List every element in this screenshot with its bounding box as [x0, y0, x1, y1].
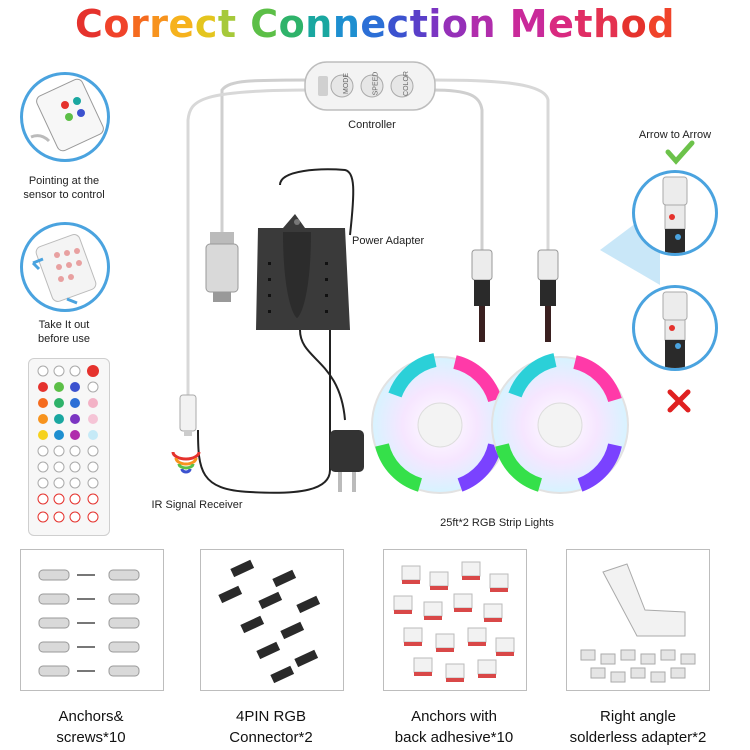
- accessory-caption-anchors-screws: Anchors& screws*10: [56, 708, 126, 746]
- title-letter: c: [194, 2, 218, 46]
- accessory-caption-right-angle-adapter: Right angle solderless adapter*2: [569, 708, 707, 746]
- title-letter: C: [75, 2, 104, 46]
- accessory-box-anchors-screws: [20, 549, 164, 691]
- wire-ir: [220, 78, 313, 235]
- led-reel-1: [371, 353, 509, 494]
- connector-wrong-icon: [662, 291, 688, 368]
- strip-lights-label: 25ft*2 RGB Strip Lights: [440, 517, 554, 529]
- accessory-caption-adhesive-anchors: Anchors with back adhesive*10: [394, 708, 514, 746]
- wire-strip-1: [431, 88, 484, 250]
- title-letter: n: [332, 2, 361, 46]
- strip-connector-1: [471, 249, 493, 342]
- ac-plug: [330, 430, 364, 492]
- accessory-box-4pin-connector: [200, 549, 344, 691]
- accessory-caption-4pin-connector: 4PIN RGB Connector*2: [229, 708, 313, 746]
- title-letter: o: [103, 2, 131, 46]
- ir-receiver-label: IR Signal Receiver: [151, 499, 243, 511]
- dc-barrel-connector: [205, 232, 239, 302]
- cross-icon: [667, 389, 691, 413]
- anchors-screws-icon: [38, 569, 140, 677]
- right-angle-adapter-icon: [580, 563, 696, 683]
- remote-battery-icon: [31, 234, 97, 305]
- title-letter: t: [574, 2, 594, 46]
- title-letter: e: [168, 2, 195, 46]
- title-letter: r: [130, 2, 150, 46]
- adhesive-anchors-icon: [393, 561, 515, 682]
- connector-wrong-circle: [632, 285, 718, 371]
- connector-correct-icon: [662, 176, 688, 253]
- take-out-label-line1: Take It out: [38, 319, 90, 331]
- title-letter: i: [428, 2, 442, 46]
- title-letter: e: [548, 2, 575, 46]
- wire-strip-2: [431, 78, 550, 250]
- power-adapter-device: [256, 214, 350, 330]
- title-letter: o: [441, 2, 469, 46]
- accessory-box-adhesive-anchors: [383, 549, 527, 691]
- remote-pointing-circle: [20, 72, 110, 162]
- mini-remote-icon: [30, 78, 104, 152]
- title-letter: o: [620, 2, 648, 46]
- title-letter: o: [278, 2, 306, 46]
- arrow-to-arrow-label: Arrow to Arrow: [638, 129, 712, 141]
- strip-connector-2: [537, 249, 559, 342]
- accessory-box-right-angle-adapter: [566, 549, 710, 691]
- title-letter: t: [409, 2, 429, 46]
- wire-ir-2: [186, 88, 313, 395]
- connector-correct-circle: [632, 170, 718, 256]
- title-letter: d: [647, 2, 675, 46]
- title-letter: e: [360, 2, 387, 46]
- controller-mode-label: MODE: [343, 73, 350, 94]
- controller-speed-label: SPEED: [372, 71, 380, 96]
- pin-connector-icon: [218, 559, 321, 684]
- led-reel-2: [491, 353, 629, 494]
- take-out-label-line2: before use: [38, 333, 90, 345]
- ir-receiver-device: [171, 394, 201, 474]
- title-letter: C: [250, 2, 279, 46]
- pointing-label-line2: sensor to control: [23, 189, 105, 201]
- connection-diagram: [171, 61, 695, 494]
- check-icon: [665, 140, 695, 165]
- title-letter: t: [217, 2, 237, 46]
- controller-color-label: COLOR: [402, 71, 410, 96]
- title-letter: h: [593, 2, 621, 46]
- title-letter: M: [509, 2, 549, 46]
- controller-label: Controller: [348, 119, 396, 131]
- remote-buttons: [37, 365, 99, 523]
- title-letter: n: [468, 2, 497, 46]
- pointing-label-line1: Pointing at the: [28, 175, 100, 187]
- title-letter: r: [149, 2, 169, 46]
- page-title: Correct Connection Method: [0, 2, 750, 46]
- title-letter: n: [305, 2, 333, 46]
- controller-device: [304, 61, 436, 111]
- battery-tab-circle: [20, 222, 110, 312]
- power-adapter-label: Power Adapter: [352, 235, 425, 247]
- remote-control: [28, 358, 110, 536]
- title-letter: c: [386, 2, 410, 46]
